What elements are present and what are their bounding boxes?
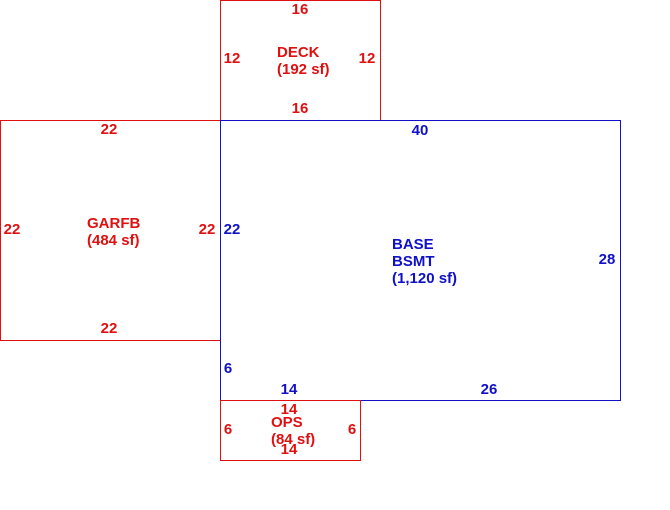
ops-dim-right: 6 (348, 421, 356, 438)
garfb-name: GARFB (87, 215, 140, 232)
garfb-dim-top: 22 (101, 121, 118, 138)
deck-name: DECK (277, 44, 320, 61)
ops-outline (220, 400, 361, 461)
deck-dim-right: 12 (359, 50, 376, 67)
ops-size: (84 sf) (271, 431, 315, 448)
garfb-dim-right: 22 (199, 221, 216, 238)
garfb-area: 22 22 22 22 GARFB (484 sf) (0, 120, 221, 341)
garfb-dim-bottom: 22 (101, 320, 118, 337)
ops-dim-left: 6 (224, 421, 232, 438)
base-dim-left-upper: 22 (224, 221, 241, 238)
base-name-line2: BSMT (392, 253, 435, 270)
deck-dim-left: 12 (224, 50, 241, 67)
garfb-size: (484 sf) (87, 232, 140, 249)
base-dim-top: 40 (412, 122, 429, 139)
base-dim-left-step: 6 (224, 360, 232, 377)
ops-dim-top: 14 (281, 401, 298, 418)
ops-area: 14 14 6 6 OPS (84 sf) (220, 400, 361, 461)
base-area: 40 22 28 6 14 26 BASE BSMT (1,120 sf) (220, 120, 621, 401)
deck-size: (192 sf) (277, 61, 330, 78)
ops-dim-bottom: 14 (281, 441, 298, 458)
base-dim-right: 28 (599, 251, 616, 268)
base-name-line1: BASE (392, 236, 434, 253)
base-size: (1,120 sf) (392, 270, 457, 287)
deck-area: 16 16 12 12 DECK (192 sf) (220, 0, 381, 121)
base-outline (220, 120, 621, 401)
garfb-dim-left: 22 (4, 221, 21, 238)
base-dim-bottom-right: 26 (481, 381, 498, 398)
ops-name: OPS (271, 414, 303, 431)
base-dim-bottom-left: 14 (281, 381, 298, 398)
deck-dim-bottom: 16 (292, 100, 309, 117)
deck-dim-top: 16 (292, 1, 309, 18)
